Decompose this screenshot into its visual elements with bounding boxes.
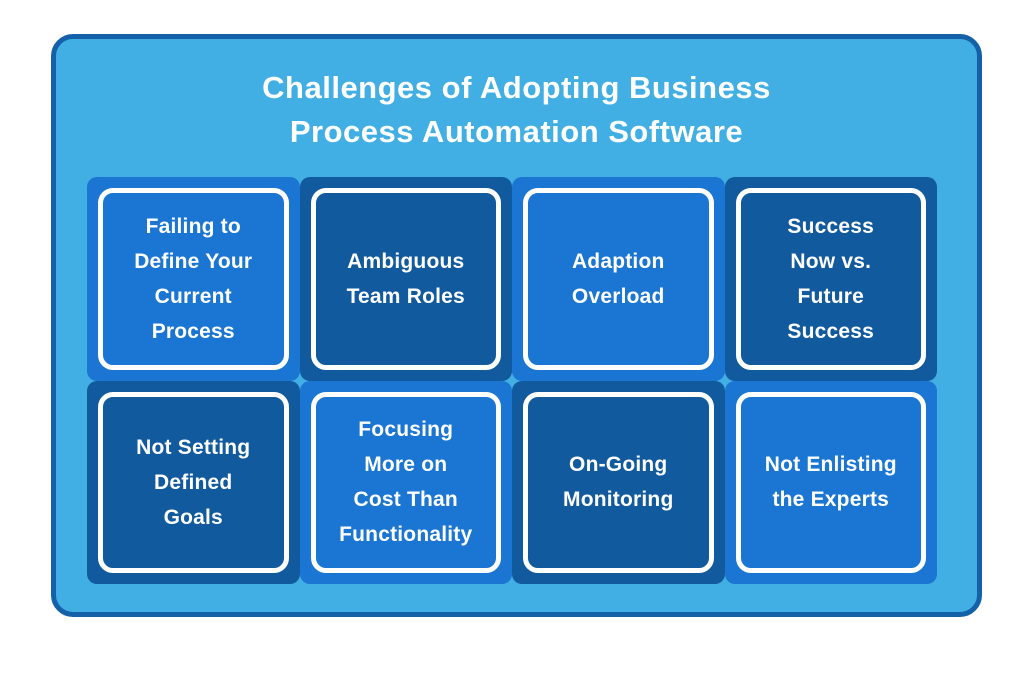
tile-label: On-Going Monitoring xyxy=(563,453,674,512)
tile-inner-border: Ambiguous Team Roles xyxy=(310,188,501,370)
tile-label: Success Now vs. Future Success xyxy=(787,214,875,343)
tile-inner-border: Adaption Overload xyxy=(523,188,714,370)
tile-inner-border: Focusing More on Cost Than Functionality xyxy=(310,391,501,573)
tile-not-setting-defined-goals: Not Setting Defined Goals xyxy=(87,380,300,584)
tile-label: Not Setting Defined Goals xyxy=(136,435,251,529)
tile-success-now-vs-future-success: Success Now vs. Future Success xyxy=(724,177,937,381)
tile-label: Ambiguous Team Roles xyxy=(346,249,465,308)
tile-label: Adaption Overload xyxy=(571,249,665,308)
tile-inner-border: Failing to Define Your Current Process xyxy=(98,188,289,370)
tile-inner-border: Success Now vs. Future Success xyxy=(735,188,926,370)
page-title: Challenges of Adopting Business Process … xyxy=(262,70,771,149)
tile-not-enlisting-the-experts: Not Enlisting the Experts xyxy=(724,380,937,584)
tile-adaption-overload: Adaption Overload xyxy=(512,177,725,381)
tile-focusing-more-on-cost-than-functionality: Focusing More on Cost Than Functionality xyxy=(299,380,512,584)
tile-label: Not Enlisting the Experts xyxy=(764,453,897,512)
tile-failing-to-define-current-process: Failing to Define Your Current Process xyxy=(87,177,300,381)
challenge-grid: Failing to Define Your Current Process Am… xyxy=(87,177,937,584)
tile-label: Failing to Define Your Current Process xyxy=(134,214,253,343)
tile-on-going-monitoring: On-Going Monitoring xyxy=(512,380,725,584)
tile-inner-border: On-Going Monitoring xyxy=(523,391,714,573)
tile-ambiguous-team-roles: Ambiguous Team Roles xyxy=(299,177,512,381)
tile-inner-border: Not Setting Defined Goals xyxy=(98,391,289,573)
tile-label: Focusing More on Cost Than Functionality xyxy=(339,418,473,547)
tile-inner-border: Not Enlisting the Experts xyxy=(735,391,926,573)
